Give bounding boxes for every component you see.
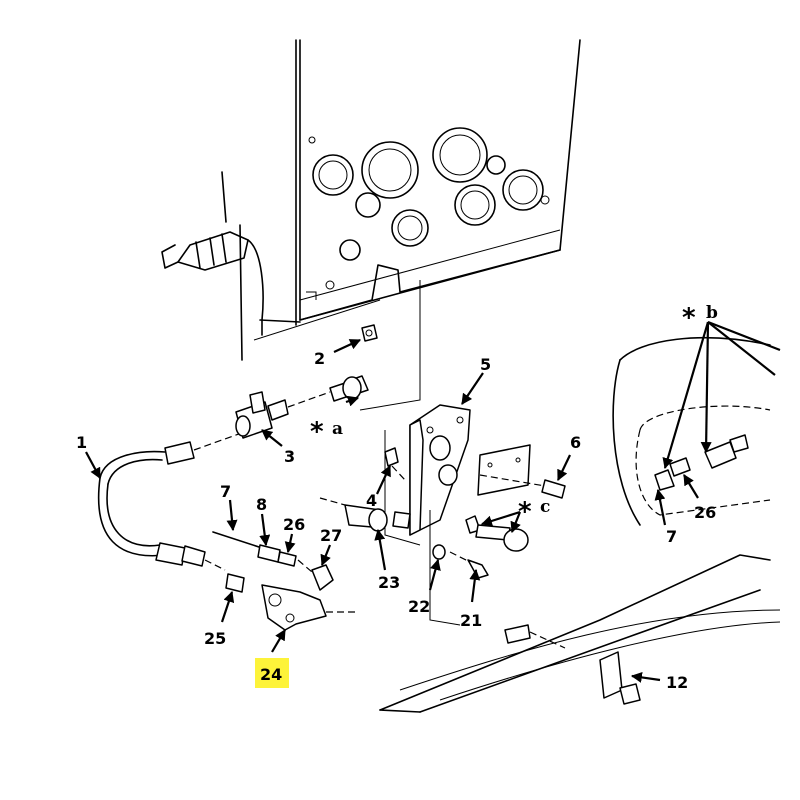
gauge-cluster: [308, 127, 550, 290]
callout-4: 4: [366, 491, 377, 510]
note-star-a: *: [310, 417, 324, 447]
plate-screw-sensor: [465, 444, 566, 552]
callout-labels: 1 2 3 4 5 6 7 8 26 27 23 22 21 25 24 7 2…: [76, 303, 718, 692]
harness-connector: [161, 171, 381, 361]
callout-21: 21: [460, 611, 482, 630]
callout-3: 3: [284, 447, 295, 466]
leader-lines: [85, 320, 781, 683]
callout-12: 12: [666, 673, 688, 692]
callout-6: 6: [570, 433, 581, 452]
callout-8: 8: [256, 495, 267, 514]
callout-27: 27: [320, 526, 342, 545]
callout-7-inset: 7: [666, 527, 677, 546]
callout-26: 26: [283, 515, 305, 534]
instrument-panel: [295, 39, 581, 326]
bracket: [359, 280, 471, 626]
callout-22: 22: [408, 597, 430, 616]
note-star-b: *: [682, 303, 696, 333]
callout-2: 2: [314, 349, 325, 368]
note-star-c: *: [518, 497, 532, 527]
tee-fitting: [235, 375, 369, 439]
note-c: c: [540, 497, 550, 517]
callout-7: 7: [220, 482, 231, 501]
sensor-assembly-left: [212, 531, 355, 631]
callout-1: 1: [76, 433, 87, 452]
chassis-rail: [379, 554, 781, 713]
callout-26-inset: 26: [694, 503, 716, 522]
lower-mount-parts: [319, 447, 489, 579]
callout-24: 24: [260, 665, 282, 684]
note-b: b: [706, 303, 718, 323]
right-inset-view: [612, 337, 771, 526]
note-a: a: [332, 419, 343, 439]
highlight-24: [255, 658, 289, 688]
callout-5: 5: [480, 355, 491, 374]
cable-assembly: [97, 429, 251, 571]
nut-part-2: [361, 324, 378, 342]
callout-23: 23: [378, 573, 400, 592]
callout-25: 25: [204, 629, 226, 648]
